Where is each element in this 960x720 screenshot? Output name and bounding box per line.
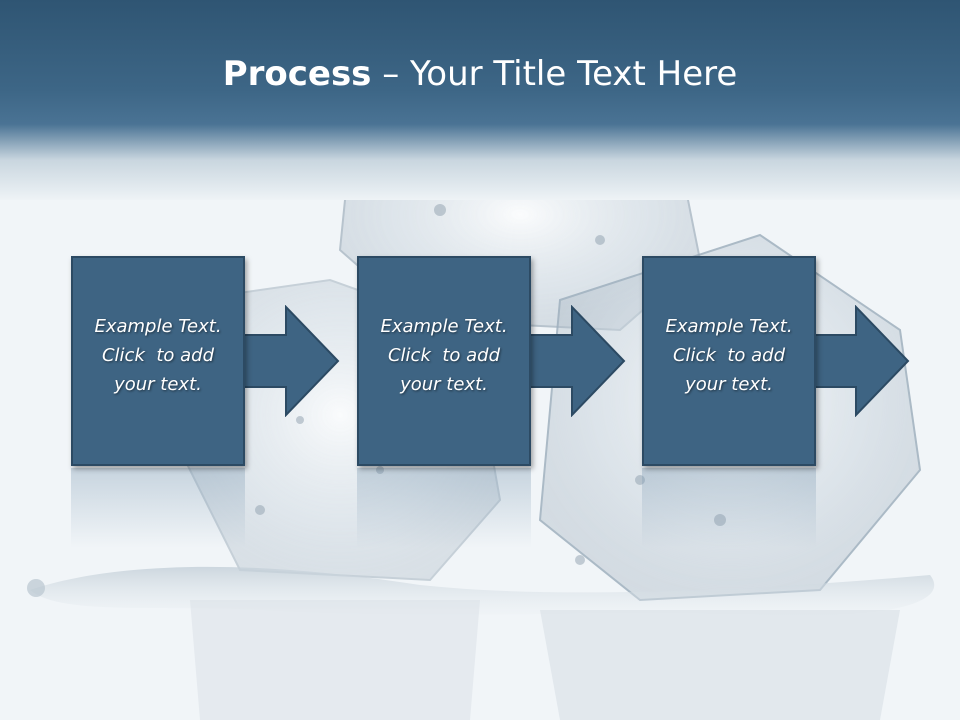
slide-title[interactable]: Process – Your Title Text Here (0, 52, 960, 96)
step-text: Example Text. Click to add your text. (359, 312, 529, 399)
process-step-3[interactable]: Example Text. Click to add your text. (642, 256, 816, 466)
step-line-2: Click to add (101, 345, 214, 366)
step-line-3: your text. (685, 374, 773, 395)
step-line-3: your text. (400, 374, 488, 395)
step-text: Example Text. Click to add your text. (644, 312, 814, 399)
step-line-2: Click to add (672, 345, 785, 366)
step-line-3: your text. (114, 374, 202, 395)
box-reflection (71, 468, 245, 548)
box-reflection (357, 468, 531, 548)
arrow-right-icon (810, 305, 910, 417)
arrow-right-icon (240, 305, 340, 417)
step-line-1: Example Text. (665, 316, 793, 337)
box-reflection (642, 468, 816, 548)
step-text: Example Text. Click to add your text. (73, 312, 243, 399)
step-line-2: Click to add (387, 345, 500, 366)
arrow-right-icon (526, 305, 626, 417)
process-step-1[interactable]: Example Text. Click to add your text. (71, 256, 245, 466)
title-band (0, 0, 960, 200)
title-bold: Process (222, 54, 372, 94)
step-line-1: Example Text. (380, 316, 508, 337)
process-step-2[interactable]: Example Text. Click to add your text. (357, 256, 531, 466)
title-rest: – Your Title Text Here (371, 54, 738, 94)
step-line-1: Example Text. (94, 316, 222, 337)
